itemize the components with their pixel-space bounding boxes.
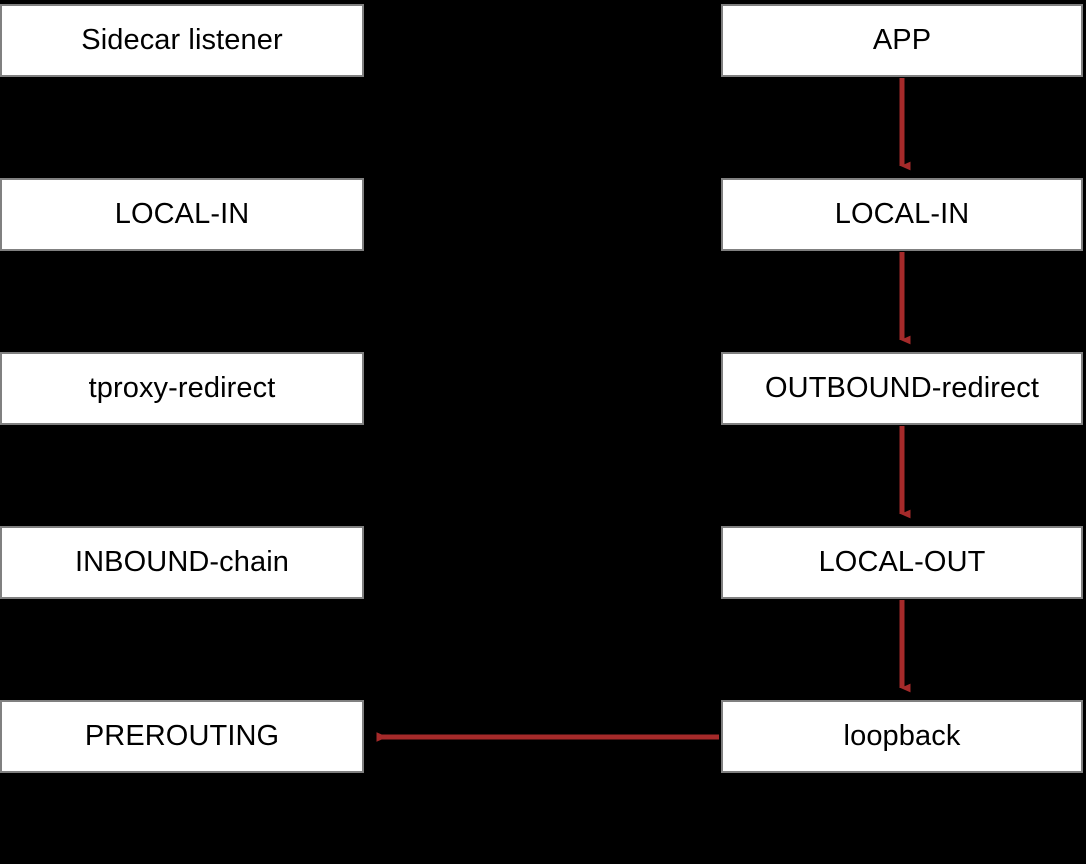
node-label-prerouting: PREROUTING bbox=[84, 720, 280, 752]
node-local-in-inbound[interactable]: LOCAL-IN bbox=[0, 178, 364, 251]
node-label-local-in-inbound: LOCAL-IN bbox=[114, 198, 250, 230]
node-label-outbound-redirect: OUTBOUND-redirect bbox=[765, 372, 1039, 404]
node-local-out[interactable]: LOCAL-OUT bbox=[721, 526, 1083, 599]
node-label-local-out: LOCAL-OUT bbox=[818, 546, 986, 578]
node-label-tproxy-redirect: tproxy-redirect bbox=[88, 372, 276, 404]
node-app[interactable]: APP bbox=[721, 4, 1083, 77]
node-prerouting[interactable]: PREROUTING bbox=[0, 700, 364, 773]
node-sidecar-listener[interactable]: Sidecar listener bbox=[0, 4, 364, 77]
node-outbound-redirect[interactable]: OUTBOUND-redirect bbox=[721, 352, 1083, 425]
node-label-local-in-outbound: LOCAL-IN bbox=[834, 198, 970, 230]
node-loopback[interactable]: loopback bbox=[721, 700, 1083, 773]
node-label-loopback: loopback bbox=[843, 720, 961, 752]
node-label-sidecar-listener: Sidecar listener bbox=[81, 24, 283, 56]
node-label-app: APP bbox=[872, 24, 932, 56]
node-local-in-outbound[interactable]: LOCAL-IN bbox=[721, 178, 1083, 251]
node-tproxy-redirect[interactable]: tproxy-redirect bbox=[0, 352, 364, 425]
node-inbound-chain[interactable]: INBOUND-chain bbox=[0, 526, 364, 599]
node-label-inbound-chain: INBOUND-chain bbox=[74, 546, 289, 578]
